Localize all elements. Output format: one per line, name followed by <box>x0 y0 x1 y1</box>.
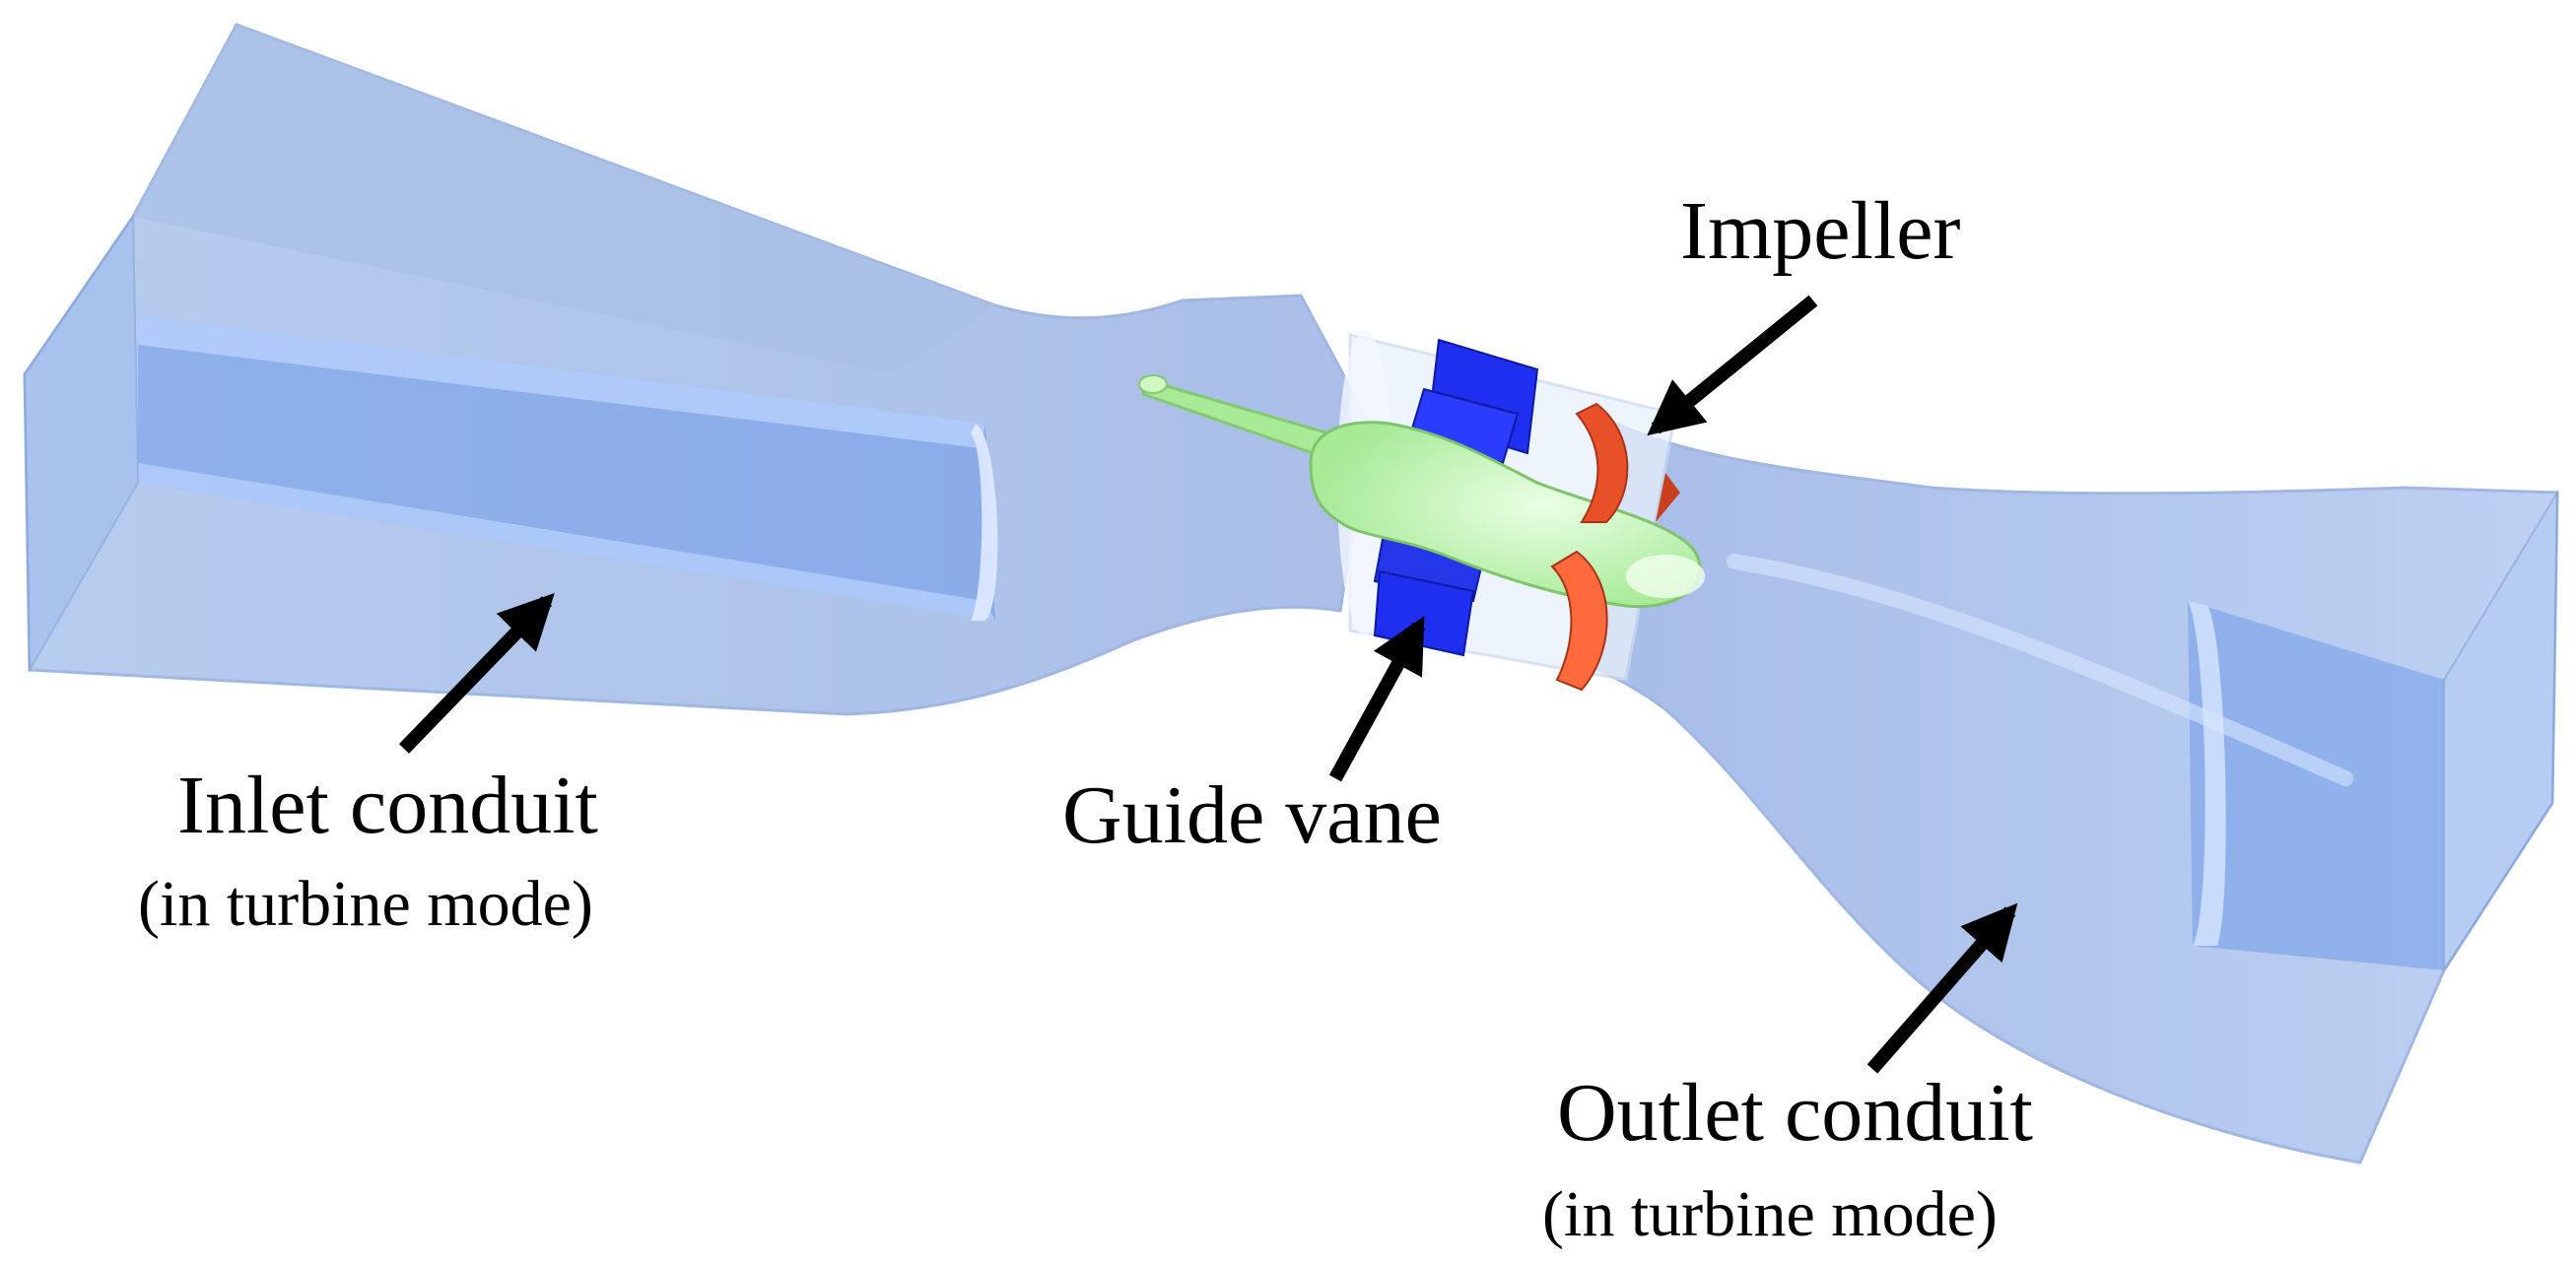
impeller-label: Impeller <box>1680 185 1961 277</box>
outlet-conduit-label: Outlet conduit <box>1557 1067 2033 1159</box>
arrow-icon <box>1328 616 1426 782</box>
impeller-blades <box>1550 402 1680 692</box>
outlet-conduit <box>1575 421 2559 1164</box>
arrow-icon <box>398 592 555 754</box>
arrow-icon <box>1866 902 2018 1074</box>
outlet-conduit-note: (in turbine mode) <box>1542 1178 1998 1250</box>
hub <box>1309 421 1705 609</box>
arrows <box>398 295 2018 1074</box>
arrow-icon <box>1647 295 1818 436</box>
inlet-conduit-note: (in turbine mode) <box>138 868 593 940</box>
inlet-conduit <box>23 23 1372 716</box>
pump-assembly <box>1138 330 1705 692</box>
inlet-conduit-label: Inlet conduit <box>177 760 598 851</box>
guide-vane-label: Guide vane <box>1062 769 1442 861</box>
